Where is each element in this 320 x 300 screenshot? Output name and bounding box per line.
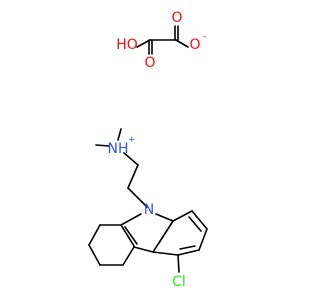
bond-pyrrole-double [124,226,138,245]
anion-oxygen: O [189,37,200,53]
bond-benz-2-inner [188,216,202,232]
ring-nitrogen-label: N [144,202,154,218]
bond-c2-o-minus [175,39,189,48]
bond-pyrrole-c9a-n [120,213,142,226]
carbonyl-oxygen-left: O [144,55,155,71]
bond-pyrrole-c9a-c4a [120,224,135,247]
bond-benz-4 [177,249,200,256]
bond-ch2-2-ch2-3 [127,187,143,203]
molecule-drawing: HO O O O - NH + [88,10,208,290]
bond-benz-4-inner [179,245,196,250]
bond-ring-a2 [88,224,101,246]
oxalate-anion: HO O O O - [116,10,206,71]
bond-ch2-3-nring [141,201,148,208]
bond-benz-2 [191,210,208,230]
ammonium-charge: + [128,135,136,145]
bond-ring-a3 [88,244,101,266]
carbonyl-oxygen-right: O [171,10,182,26]
bond-ho-c1 [136,39,151,48]
bond-pyrrole-n-c8a [155,213,174,222]
bond-n-ch2-1 [123,152,139,166]
anion-charge: - [203,32,206,42]
bond-benz-1 [172,210,193,222]
bond-benz-6-inner [158,220,174,244]
hydroxyl-label: HO [116,37,138,53]
ammonium-label: NH [108,141,129,157]
chemical-structure-canvas: HO O O O - NH + [88,10,208,290]
bond-benz-3 [198,228,208,251]
bond-ring-a5 [122,246,135,266]
bond-ch2-1-ch2-2 [127,164,139,189]
tetrahydrocarbazole-core: N Cl [88,202,208,290]
dimethylaminopropyl-chain: NH + [95,128,148,208]
bond-benz-5 [152,251,179,256]
bond-methyl-top [117,128,122,141]
bond-methyl-left [95,144,110,147]
bond-c-cl [177,254,180,273]
bond-pyrrole-c4a-c4b [133,246,154,253]
chlorine-label: Cl [172,274,186,290]
